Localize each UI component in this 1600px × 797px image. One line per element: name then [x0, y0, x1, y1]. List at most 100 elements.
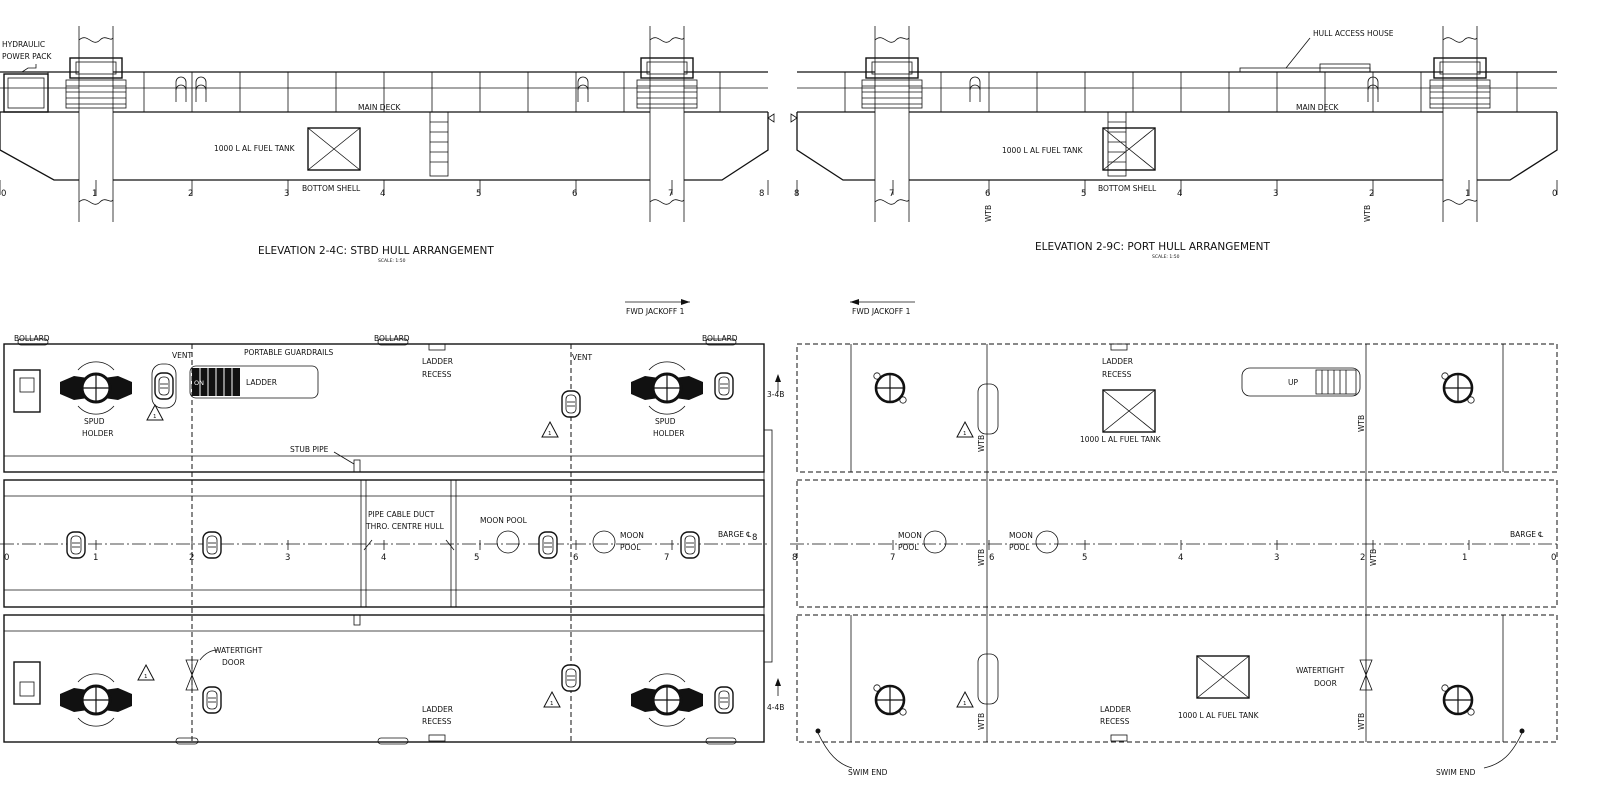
frame-label: 3 [1273, 189, 1278, 199]
ladder-recess-label: LADDER [1100, 705, 1131, 714]
frame-label: 7 [664, 553, 669, 563]
wtb-label: WTB [1357, 713, 1366, 730]
wtb-label: WTB [1363, 205, 1372, 222]
wtb-label: WTB [984, 205, 993, 222]
pipe-cable-duct-label: THRO. CENTRE HULL [365, 522, 445, 531]
main-deck-label: MAIN DECK [358, 103, 402, 112]
frame-label: 0 [4, 553, 9, 563]
stbd-plan: ON 1 1 1 1 [0, 334, 784, 745]
frame-label: 6 [573, 553, 578, 563]
frame-label: 2 [1369, 189, 1374, 199]
frame-label: 2 [188, 189, 193, 199]
wtb-label: WTB [977, 713, 986, 730]
frame-label: 3 [1274, 553, 1279, 563]
wtb-label: WTB [1369, 549, 1378, 566]
bollard-label: BOLLARD [702, 334, 738, 343]
barge-centerline-label: BARGE ℄ [1510, 530, 1543, 539]
frame-label: 8 [792, 553, 797, 563]
fuel-tank-label: 1000 L AL FUEL TANK [1080, 435, 1162, 444]
spud-holder-label: HOLDER [82, 429, 113, 438]
fuel-tank-label: 1000 L AL FUEL TANK [1178, 711, 1260, 720]
wtb-label: WTB [1357, 415, 1366, 432]
frame-label: 0 [1551, 553, 1556, 563]
wtb-label: WTB [977, 549, 986, 566]
warning-number: 1 [144, 674, 148, 680]
frame-label: 7 [889, 189, 894, 199]
frame-label: 0 [1552, 189, 1557, 199]
frame-label: 4 [1177, 189, 1182, 199]
frame-label: 2 [1360, 553, 1365, 563]
frame-label: 7 [890, 553, 895, 563]
fwd-jackoff-arrows: FWD JACKOFF 1 FWD JACKOFF 1 [625, 299, 915, 316]
swim-end-label: SWIM END [848, 768, 888, 777]
hydraulic-label-1: HYDRAULIC [2, 40, 45, 49]
watertight-door-label: WATERTIGHT [214, 646, 263, 655]
fwd-jackoff-label: FWD JACKOFF 1 [852, 307, 911, 316]
warning-number: 1 [153, 414, 157, 420]
warning-number: 1 [963, 431, 967, 437]
spud-holder-label: HOLDER [653, 429, 684, 438]
fwd-jackoff-label: FWD JACKOFF 1 [626, 307, 685, 316]
frame-label: 4 [381, 553, 386, 563]
watertight-door-label: DOOR [222, 658, 245, 667]
section-marker-label: 3-4B [767, 390, 784, 399]
stbd-elevation-title: ELEVATION 2-4C: STBD HULL ARRANGEMENT [258, 245, 494, 257]
ladder-recess-label: RECESS [422, 370, 452, 379]
port-elevation-scale: SCALE: 1:50 [1152, 254, 1180, 260]
frame-label: 3 [285, 553, 290, 563]
frame-label: 8 [794, 189, 799, 199]
hydraulic-label-2: POWER PACK [2, 52, 52, 61]
ladder-recess-label: LADDER [422, 705, 453, 714]
hull-access-house-label: HULL ACCESS HOUSE [1313, 29, 1394, 38]
frame-label: 0 [1, 189, 6, 199]
watertight-door-label: WATERTIGHT [1296, 666, 1345, 675]
moon-pool-label: POOL [1009, 543, 1030, 552]
vent-label: VENT [172, 351, 192, 360]
frame-label: 8 [752, 533, 757, 543]
frame-label: 5 [1082, 553, 1087, 563]
ladder-recess-label: LADDER [1102, 357, 1133, 366]
pipe-cable-duct-label: PIPE CABLE DUCT [368, 510, 435, 519]
vent-label: VENT [572, 353, 592, 362]
bottom-shell-label: BOTTOM SHELL [1098, 184, 1157, 193]
port-elevation: HULL ACCESS HOUSE MAIN DECK 1000 L AL FU… [790, 25, 1558, 260]
frame-label: 1 [93, 553, 98, 563]
frame-label: 1 [92, 189, 97, 199]
stub-pipe-label: STUB PIPE [290, 445, 329, 454]
ladder-recess-label: RECESS [422, 717, 452, 726]
up-label: UP [1288, 378, 1298, 387]
wtb-label: WTB [977, 435, 986, 452]
port-elevation-title: ELEVATION 2-9C: PORT HULL ARRANGEMENT [1035, 241, 1271, 253]
ladder-recess-label: RECESS [1100, 717, 1130, 726]
swim-end-label: SWIM END [1436, 768, 1476, 777]
fuel-tank-label: 1000 L AL FUEL TANK [1002, 146, 1084, 155]
section-marker-label: 4-4B [767, 703, 784, 712]
ladder-label: LADDER [246, 378, 277, 387]
frame-label: 4 [380, 189, 385, 199]
warning-number: 1 [963, 701, 967, 707]
frame-label: 1 [1462, 553, 1467, 563]
spud-holder-label: SPUD [655, 417, 676, 426]
bollard-label: BOLLARD [374, 334, 410, 343]
moon-pool-label: POOL [898, 543, 919, 552]
moon-pool-label: POOL [620, 543, 641, 552]
frame-label: 2 [189, 553, 194, 563]
stbd-elevation: HYDRAULIC POWER PACK MAIN DECK 1000 L AL… [0, 25, 775, 264]
frame-label: 5 [474, 553, 479, 563]
portable-guardrails-label: PORTABLE GUARDRAILS [244, 348, 334, 357]
frame-label: 7 [668, 189, 673, 199]
moon-pool-label: MOON [898, 531, 922, 540]
frame-label: 5 [1081, 189, 1086, 199]
frame-label: 1 [1465, 189, 1470, 199]
moon-pool-label: MOON POOL [480, 516, 528, 525]
frame-label: 6 [989, 553, 994, 563]
stbd-elevation-scale: SCALE: 1:50 [378, 258, 406, 264]
frame-label: 6 [985, 189, 990, 199]
watertight-door-label: DOOR [1314, 679, 1337, 688]
ladder-recess-label: RECESS [1102, 370, 1132, 379]
moon-pool-label: MOON [620, 531, 644, 540]
warning-number: 1 [550, 701, 554, 707]
fuel-tank-label: 1000 L AL FUEL TANK [214, 144, 296, 153]
moon-pool-label: MOON [1009, 531, 1033, 540]
